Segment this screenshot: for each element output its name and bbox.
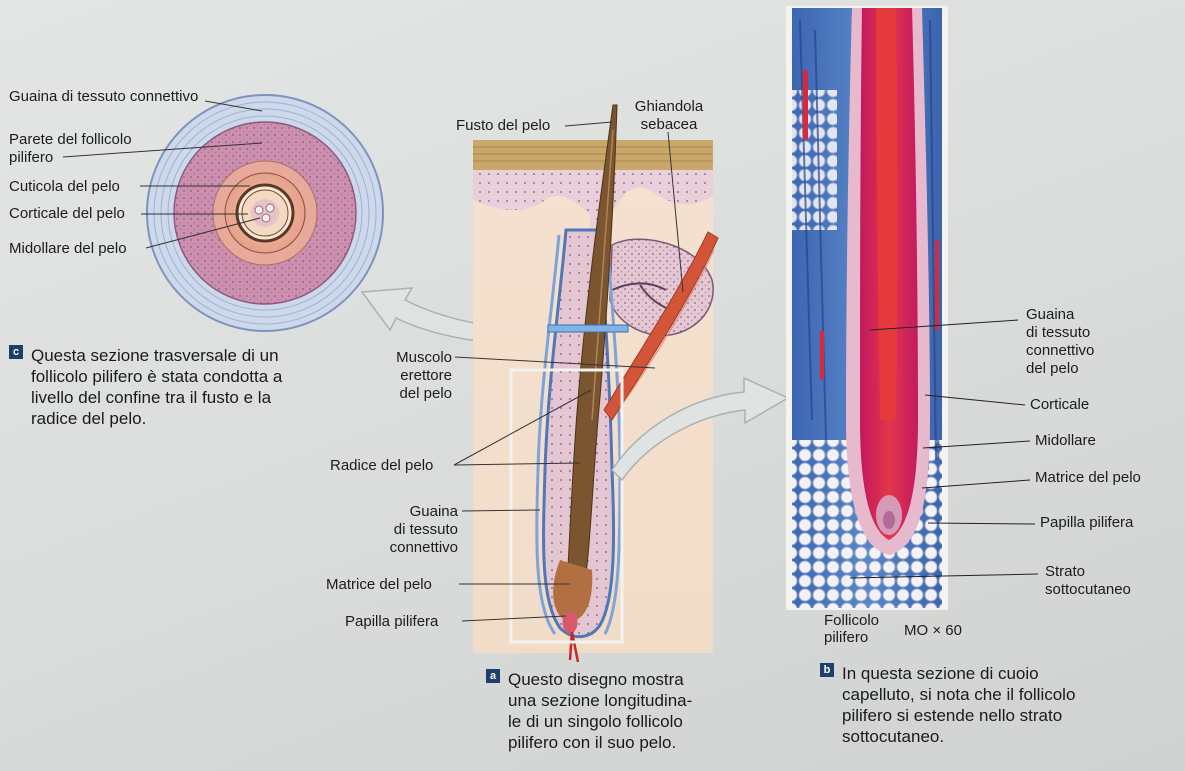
label-connective-sheath-b: Guaina di tessuto connettivo del pelo bbox=[1026, 306, 1094, 378]
label-connective-sheath-c: Guaina di tessuto connettivo bbox=[9, 88, 198, 106]
longitudinal-diagram bbox=[473, 105, 718, 662]
label-connective-sheath-a: Guaina di tessuto connettivo bbox=[350, 503, 458, 557]
caption-badge-a: a bbox=[486, 669, 500, 683]
caption-badge-c: c bbox=[9, 345, 23, 359]
label-sebaceous-gland: Ghiandola sebacea bbox=[627, 98, 711, 134]
photo-label-follicle: Follicolo pilifero bbox=[824, 612, 879, 646]
caption-text-a: Questo disegno mostra una sezione longit… bbox=[508, 669, 692, 753]
label-hair-root: Radice del pelo bbox=[330, 457, 433, 475]
label-cortex-b: Corticale bbox=[1030, 396, 1089, 414]
caption-badge-b: b bbox=[820, 663, 834, 677]
label-hair-medulla-c: Midollare del pelo bbox=[9, 240, 127, 258]
photomicrograph bbox=[786, 6, 948, 610]
cross-section-diagram bbox=[147, 95, 383, 331]
label-hair-papilla-a: Papilla pilifera bbox=[345, 613, 438, 631]
label-hair-matrix-a: Matrice del pelo bbox=[326, 576, 432, 594]
caption-b: b In questa sezione di cuoio capelluto, … bbox=[820, 663, 1075, 747]
caption-c: c Questa sezione trasversale di un folli… bbox=[9, 345, 282, 429]
label-follicle-wall: Parete del follicolo pilifero bbox=[9, 131, 132, 167]
label-hair-papilla-b: Papilla pilifera bbox=[1040, 514, 1133, 532]
label-hair-shaft: Fusto del pelo bbox=[456, 117, 550, 135]
caption-text-c: Questa sezione trasversale di un follico… bbox=[31, 345, 282, 429]
label-arrector-muscle: Muscolo erettore del pelo bbox=[360, 349, 452, 403]
label-hair-cuticle: Cuticola del pelo bbox=[9, 178, 120, 196]
label-medulla-b: Midollare bbox=[1035, 432, 1096, 450]
label-hair-cortex-c: Corticale del pelo bbox=[9, 205, 125, 223]
caption-a: a Questo disegno mostra una sezione long… bbox=[486, 669, 692, 753]
caption-text-b: In questa sezione di cuoio capelluto, si… bbox=[842, 663, 1075, 747]
label-hair-matrix-b: Matrice del pelo bbox=[1035, 469, 1141, 487]
label-subcutaneous-b: Strato sottocutaneo bbox=[1045, 563, 1131, 599]
magnification-label: MO × 60 bbox=[904, 622, 962, 639]
